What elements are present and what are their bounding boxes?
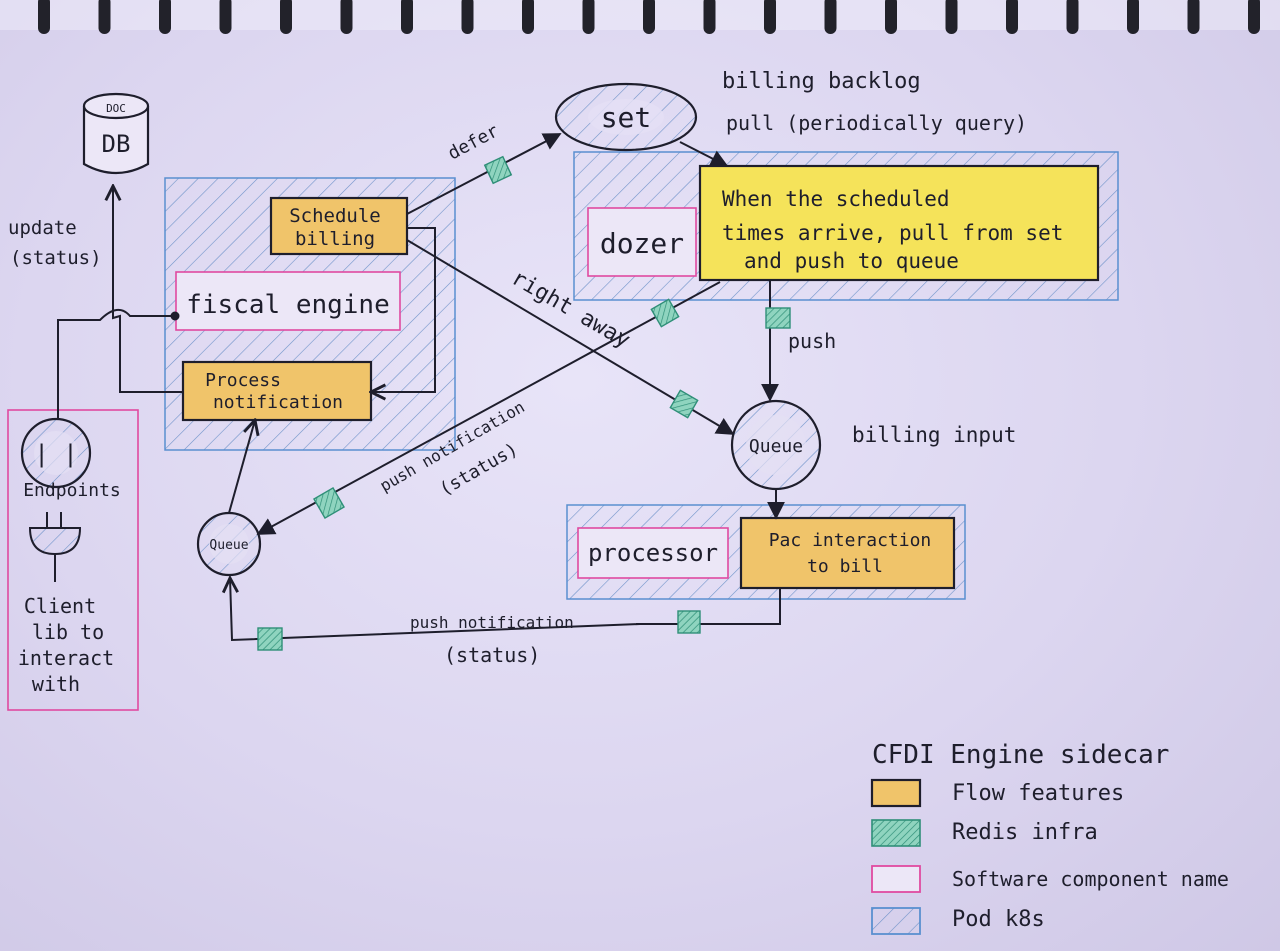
redis-marker-push-notification-queue [313,487,345,519]
legend: CFDI Engine sidecar Flow features Redis … [870,740,1229,935]
flow-box-dozer-task [698,164,1100,282]
arrow-loop [371,227,436,392]
label-pull: pull (periodically query) [726,111,1027,135]
flow-label-dozer-task-2: times arrive, pull from set [722,221,1063,245]
flow-label-dozer-task-1: When the scheduled [722,187,950,211]
binding-ring [38,0,50,34]
legend-swatch-pod [871,907,921,935]
client-lib-line-1: Client [24,594,96,618]
client-lib-line-2: lib to [32,620,104,644]
redis-marker-right-away [669,389,699,419]
arrow-defer [406,133,562,215]
flow-label-pac-interaction-2: to bill [807,556,883,577]
label-push-notification-pac-status: (status) [444,643,540,667]
endpoints-symbol: | | [34,440,77,468]
queue-notify-label: Queue [209,538,248,553]
binding-ring [280,0,292,34]
component-box-processor [577,527,729,579]
label-billing-backlog: billing backlog [722,69,921,94]
spiral-binding [0,0,1280,34]
doc-db-cylinder: DOC DB [82,92,150,174]
flow-label-schedule-billing-2: billing [295,228,375,250]
label-push: push [788,329,836,353]
legend-swatch-flow [870,778,922,808]
set-label: set [601,101,652,134]
component-label-processor: processor [588,539,718,567]
redis-marker-defer [483,155,513,185]
plug-icon [28,512,82,582]
component-label-fiscal-engine: fiscal engine [186,290,390,320]
redis-marker-pac [677,610,701,634]
redis-markers [257,155,791,651]
binding-ring [582,0,595,34]
binding-ring [1127,0,1139,34]
binding-ring [98,0,111,34]
flow-label-process-notification-2: notification [213,392,343,413]
redis-marker-push-notification-dozer [650,298,680,328]
legend-title: CFDI Engine sidecar [872,740,1169,770]
binding-ring [461,0,474,34]
arrow-queue-to-process [228,420,255,514]
arrow-pull [679,141,729,167]
binding-ring [764,0,776,34]
binding-ring [1006,0,1018,34]
binding-ring [1187,0,1200,34]
flow-box-schedule-billing [269,196,409,256]
binding-ring [1066,0,1079,34]
label-update-status: (status) [10,247,102,269]
binding-ring [1248,0,1260,34]
flow-label-process-notification-1: Process [205,370,281,391]
legend-label-pod: Pod k8s [952,907,1045,932]
legend-label-component: Software component name [952,867,1229,891]
client-lib-line-4: with [32,672,80,696]
redis-marker-notify-loop [257,627,283,651]
label-push-notification-pac: push notification [410,613,574,632]
legend-swatch-component [871,865,921,893]
binding-ring [703,0,716,34]
endpoints-label: Endpoints [23,480,121,501]
binding-ring [219,0,232,34]
flow-box-pac-interaction [739,516,956,590]
flow-label-dozer-task-3: and push to queue [744,249,959,273]
db-main-label: DB [102,130,131,158]
binding-ring [643,0,655,34]
flow-label-schedule-billing-1: Schedule [289,205,381,227]
binding-ring [945,0,958,34]
legend-swatch-redis [871,819,921,847]
client-lib-line-3: interact [18,646,114,670]
binding-ring [340,0,353,34]
label-update: update [8,217,77,239]
legend-label-flow: Flow features [952,781,1124,806]
binding-ring [401,0,413,34]
db-top-label: DOC [106,102,126,115]
line-endpoints-to-engine [57,309,174,419]
legend-label-redis: Redis infra [952,820,1098,845]
client-lib-box [7,409,139,711]
flow-label-pac-interaction-1: Pac interaction [769,530,932,551]
queue-billing-label: Queue [749,436,803,457]
label-billing-input: billing input [852,423,1016,447]
binding-ring [522,0,534,34]
label-defer: defer [444,120,502,164]
component-box-fiscal-engine [175,271,401,331]
binding-ring [159,0,171,34]
binding-ring [885,0,897,34]
arrow-update-db [113,186,183,393]
component-label-dozer: dozer [600,227,684,260]
binding-ring [824,0,837,34]
redis-marker-push [765,307,791,329]
component-box-dozer [587,207,697,277]
